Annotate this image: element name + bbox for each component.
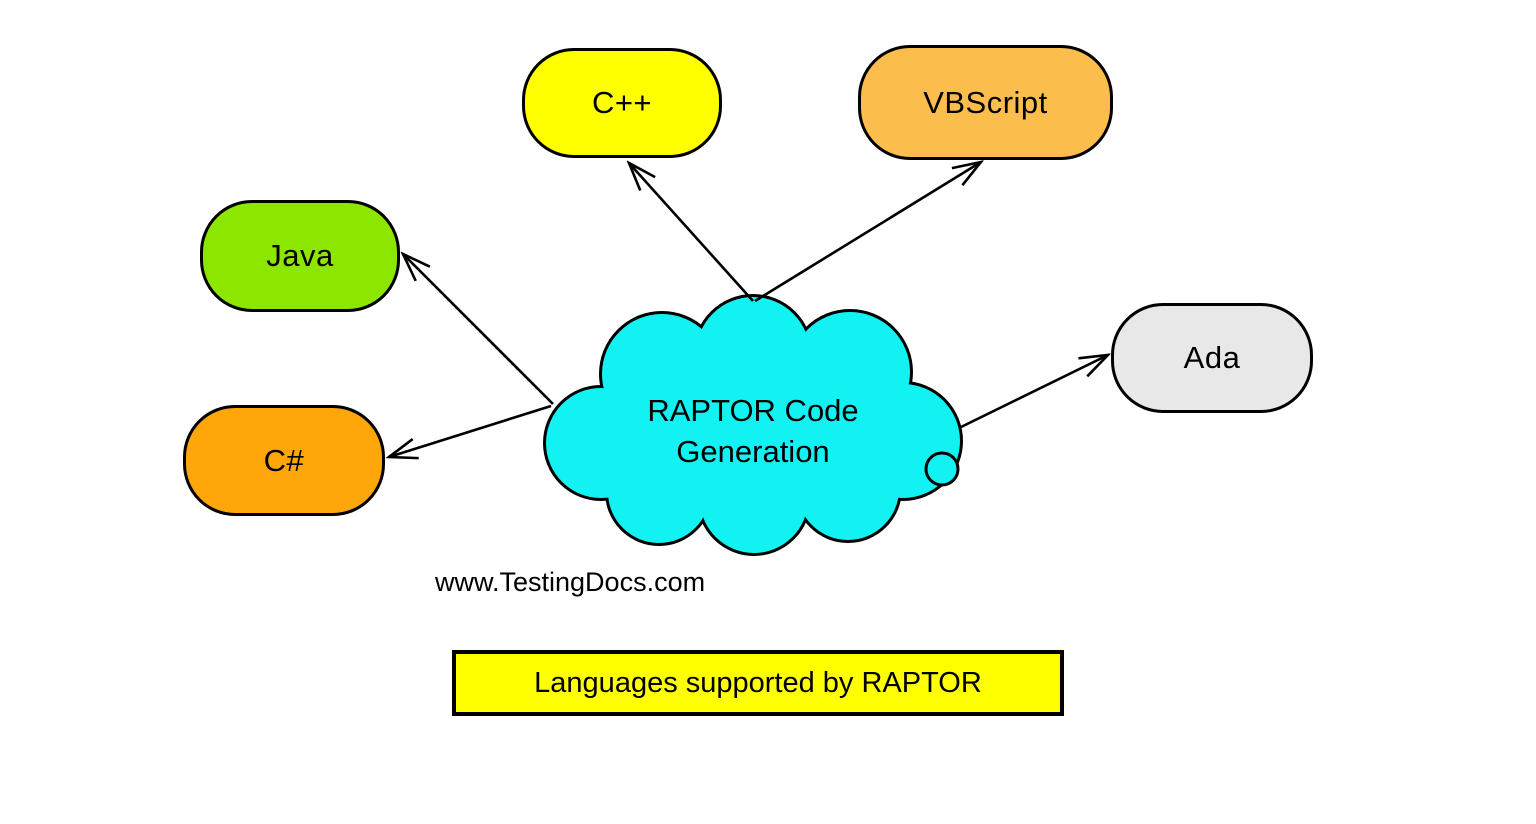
arrow-cloud-to-csharp	[389, 404, 552, 457]
caption-label: Languages supported by RAPTOR	[534, 666, 982, 699]
node-java: Java	[200, 200, 400, 312]
arrow-cloud-to-vbscript	[754, 162, 981, 303]
node-cpp-label: C++	[591, 85, 653, 120]
caption-box: Languages supported by RAPTOR	[452, 650, 1064, 716]
node-csharp-label: C#	[263, 442, 305, 478]
node-vbscript-label: VBScript	[923, 84, 1048, 120]
cloud-shape-fill	[546, 297, 960, 553]
node-ada: Ada	[1111, 303, 1313, 413]
arrow-cloud-to-java	[403, 254, 554, 405]
cloud-label: RAPTOR Code Generation	[647, 393, 859, 469]
watermark-text: www.TestingDocs.com	[435, 567, 706, 597]
node-vbscript: VBScript	[858, 45, 1113, 160]
arrows	[389, 162, 1108, 457]
arrow-cloud-to-ada	[958, 355, 1108, 430]
arrow-cloud-to-cpp	[629, 163, 754, 302]
node-ada-label: Ada	[1183, 340, 1241, 375]
node-csharp: C#	[183, 405, 385, 516]
node-java-label: Java	[266, 238, 334, 273]
cloud-bubble-circle	[924, 451, 960, 487]
node-cpp: C++	[522, 48, 722, 158]
